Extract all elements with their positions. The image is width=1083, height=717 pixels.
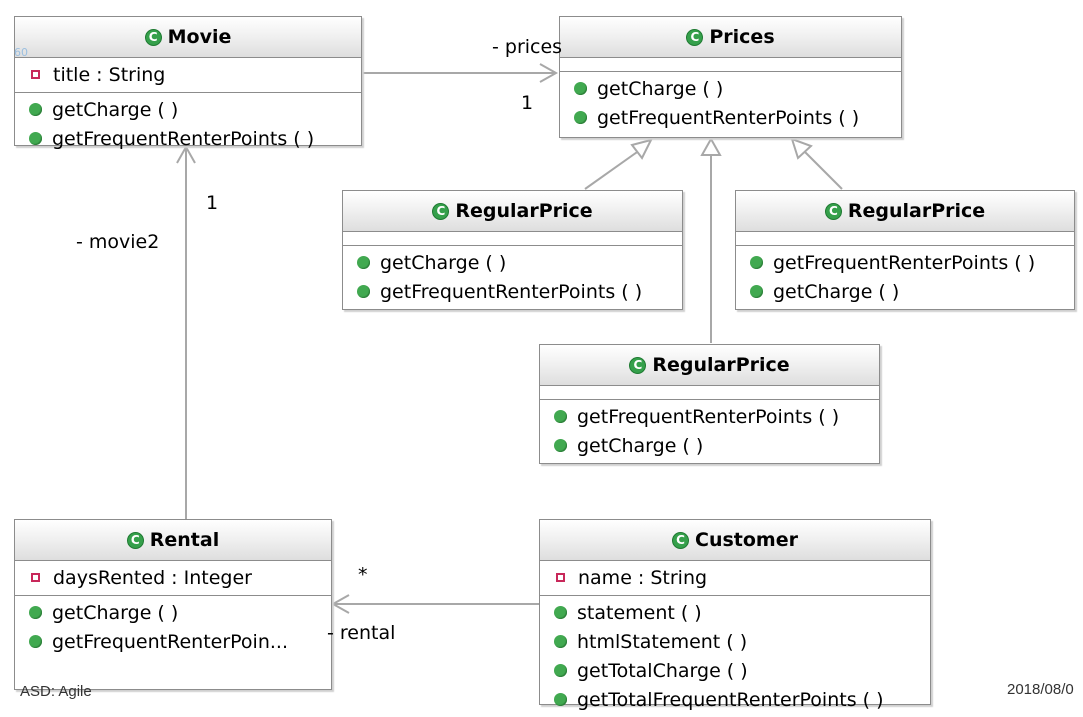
public-operation-icon xyxy=(750,285,763,298)
public-operation-icon xyxy=(554,635,567,648)
operations-section: getFrequentRenterPoints ( ) getCharge ( … xyxy=(736,246,1074,309)
class-name: RegularPrice xyxy=(652,354,790,376)
attribute-row[interactable]: title : String xyxy=(15,60,361,89)
footer-right: 2018/08/0 xyxy=(1007,681,1074,698)
attributes-section xyxy=(540,386,879,400)
class-icon: C xyxy=(126,531,144,549)
class-name: Prices xyxy=(709,26,775,48)
operation-row[interactable]: getFrequentRenterPoin... xyxy=(15,627,331,656)
class-header: C RegularPrice xyxy=(736,191,1074,232)
operation-row[interactable]: getTotalFrequentRenterPoints ( ) xyxy=(540,685,930,714)
attributes-section xyxy=(736,232,1074,246)
attributes-section: daysRented : Integer xyxy=(15,561,331,596)
class-rental[interactable]: C Rental daysRented : Integer getCharge … xyxy=(14,519,332,690)
public-operation-icon xyxy=(554,664,567,677)
class-header: C Customer xyxy=(540,520,930,561)
operation-row[interactable]: getFrequentRenterPoints ( ) xyxy=(343,277,682,306)
role-label-prices: - prices xyxy=(492,36,563,58)
operation-row[interactable]: getCharge ( ) xyxy=(15,95,361,124)
class-name: Customer xyxy=(695,529,798,551)
class-icon: C xyxy=(432,202,450,220)
attribute-row[interactable]: daysRented : Integer xyxy=(15,563,331,592)
arrowhead-prices xyxy=(539,63,559,83)
operation-row[interactable]: getTotalCharge ( ) xyxy=(540,656,930,685)
class-icon: C xyxy=(144,28,162,46)
public-operation-icon xyxy=(554,693,567,706)
class-header: C Prices xyxy=(560,17,901,58)
public-operation-icon xyxy=(29,606,42,619)
attribute-row[interactable]: name : String xyxy=(540,563,930,592)
triangle-right xyxy=(790,137,813,160)
class-movie[interactable]: C Movie title : String getCharge ( ) get… xyxy=(14,16,362,150)
generalization-right xyxy=(804,151,843,190)
class-name: Movie xyxy=(167,26,232,48)
operation-row[interactable]: getFrequentRenterPoints ( ) xyxy=(540,402,879,431)
class-regularprice-left[interactable]: C RegularPrice getCharge ( ) getFrequent… xyxy=(342,190,683,310)
attributes-section xyxy=(343,232,682,246)
operation-row[interactable]: statement ( ) xyxy=(540,598,930,627)
multiplicity-label-movie: 1 xyxy=(206,192,219,214)
public-operation-icon xyxy=(357,256,370,269)
operation-row[interactable]: getCharge ( ) xyxy=(736,277,1074,306)
operation-row[interactable]: getFrequentRenterPoints ( ) xyxy=(736,248,1074,277)
public-operation-icon xyxy=(554,606,567,619)
operation-row[interactable]: getFrequentRenterPoints ( ) xyxy=(15,124,361,153)
public-operation-icon xyxy=(29,103,42,116)
operation-row[interactable]: getCharge ( ) xyxy=(540,431,879,460)
operation-row[interactable]: getCharge ( ) xyxy=(560,74,901,103)
multiplicity-label-prices: 1 xyxy=(521,92,534,114)
class-header: C RegularPrice xyxy=(343,191,682,232)
public-operation-icon xyxy=(357,285,370,298)
arrowhead-movie xyxy=(176,144,196,164)
role-label-movie2: - movie2 xyxy=(76,231,160,253)
operations-section: getFrequentRenterPoints ( ) getCharge ( … xyxy=(540,400,879,463)
multiplicity-label-rental: * xyxy=(358,564,368,586)
generalization-left xyxy=(584,149,641,190)
class-header: C Movie xyxy=(15,17,361,58)
private-attribute-icon xyxy=(31,573,40,582)
footer-left: ASD: Agile xyxy=(20,683,92,700)
class-header: C RegularPrice xyxy=(540,345,879,386)
class-icon: C xyxy=(686,28,704,46)
class-icon: C xyxy=(629,356,647,374)
public-operation-icon xyxy=(574,82,587,95)
operations-section: statement ( ) htmlStatement ( ) getTotal… xyxy=(540,596,930,717)
operations-section: getCharge ( ) getFrequentRenterPoints ( … xyxy=(343,246,682,309)
class-header: C Rental xyxy=(15,520,331,561)
public-operation-icon xyxy=(554,439,567,452)
private-attribute-icon xyxy=(31,70,40,79)
operation-row[interactable]: getFrequentRenterPoints ( ) xyxy=(560,103,901,132)
class-name: RegularPrice xyxy=(455,200,593,222)
triangle-left xyxy=(630,138,653,160)
class-regularprice-right[interactable]: C RegularPrice getFrequentRenterPoints (… xyxy=(735,190,1075,310)
class-regularprice-center[interactable]: C RegularPrice getFrequentRenterPoints (… xyxy=(539,344,880,464)
public-operation-icon xyxy=(554,410,567,423)
attributes-section xyxy=(560,58,901,72)
class-prices[interactable]: C Prices getCharge ( ) getFrequentRenter… xyxy=(559,16,902,138)
overlay-badge: 60 xyxy=(14,46,28,59)
attributes-section: name : String xyxy=(540,561,930,596)
public-operation-icon xyxy=(29,132,42,145)
class-icon: C xyxy=(824,202,842,220)
class-name: RegularPrice xyxy=(847,200,986,222)
class-icon: C xyxy=(672,531,689,549)
operations-section: getCharge ( ) getFrequentRenterPoints ( … xyxy=(15,93,361,156)
operations-section: getCharge ( ) getFrequentRenterPoints ( … xyxy=(560,72,901,135)
class-customer[interactable]: C Customer name : String statement ( ) h… xyxy=(539,519,931,711)
public-operation-icon xyxy=(574,111,587,124)
private-attribute-icon xyxy=(556,573,565,582)
operations-section: getCharge ( ) getFrequentRenterPoin... xyxy=(15,596,331,659)
public-operation-icon xyxy=(750,256,763,269)
arrowhead-rental xyxy=(330,594,350,614)
role-label-rental: - rental xyxy=(327,622,396,644)
class-name: Rental xyxy=(149,529,220,551)
attributes-section: title : String xyxy=(15,58,361,93)
triangle-center xyxy=(700,136,722,156)
operation-row[interactable]: htmlStatement ( ) xyxy=(540,627,930,656)
operation-row[interactable]: getCharge ( ) xyxy=(15,598,331,627)
public-operation-icon xyxy=(29,635,42,648)
operation-row[interactable]: getCharge ( ) xyxy=(343,248,682,277)
